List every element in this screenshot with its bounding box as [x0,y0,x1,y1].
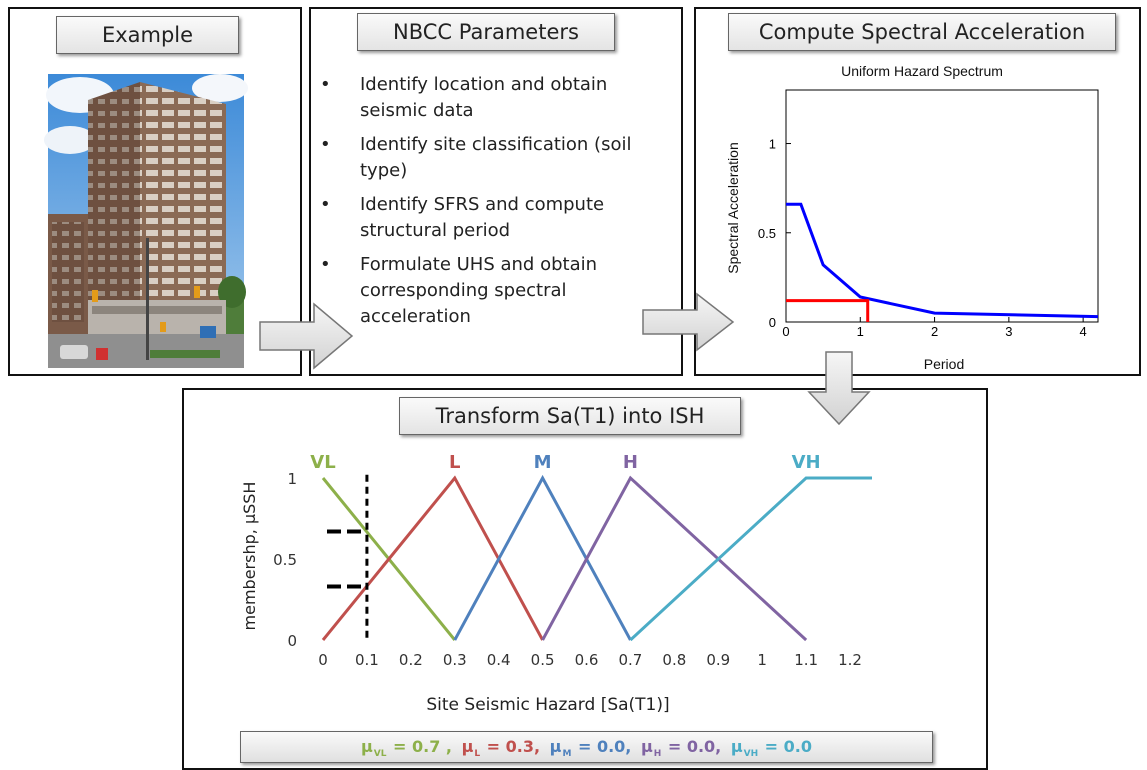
mu-h-value: μH = 0.0, [640,737,727,760]
x-tick-label: 0.7 [619,651,643,669]
mu-l-value: μL = 0.3, [461,737,546,760]
uhs-chart-xlabel: Period [924,356,964,372]
nbcc-panel [309,7,683,376]
nbcc-title: NBCC Parameters [357,13,615,51]
x-tick-label: 0.8 [662,651,686,669]
x-tick-label: 3 [1005,324,1012,339]
arrow-down-icon [807,351,871,426]
mu-vl-value: μVL = 0.7 , [360,737,458,760]
transform-title: Transform Sa(T1) into ISH [399,397,741,435]
series-label: M [534,452,552,473]
x-tick-label: 0.3 [443,651,467,669]
series-label: VL [310,452,335,473]
bullet-icon: • [320,134,331,155]
membership-series-line [629,476,872,642]
x-tick-label: 0.4 [487,651,511,669]
x-tick-label: 1 [757,651,767,669]
x-tick-label: 1.1 [794,651,818,669]
y-tick-label: 0 [287,632,297,650]
membership-chart-xlabel: Site Seismic Hazard [Sa(T1)] [426,695,669,715]
x-tick-label: 0.2 [399,651,423,669]
membership-series-line [541,475,808,642]
y-tick-label: 0.5 [273,551,297,569]
y-tick-label: 0.5 [758,226,776,241]
membership-chart-ylabel: membershp, μSSH [240,482,259,631]
x-tick-label: 0.1 [355,651,379,669]
list-item: •Identify SFRS and compute structural pe… [320,194,605,241]
bullet-icon: • [320,74,331,95]
x-tick-label: 0 [782,324,789,339]
list-item: •Formulate UHS and obtain corresponding … [320,254,598,327]
bullet-icon: • [320,194,331,215]
mu-m-value: μM = 0.0, [549,737,637,760]
y-tick-label: 1 [769,137,776,152]
y-tick-label: 1 [287,470,297,488]
uhs-chart-ylabel: Spectral Acceleration [725,142,741,274]
x-tick-label: 1 [857,324,864,339]
example-title: Example [56,16,239,54]
arrow-right-icon [259,302,354,370]
x-tick-label: 2 [931,324,938,339]
list-item: •Identify location and obtain seismic da… [320,74,608,121]
membership-series-line [453,474,632,641]
bullet-icon: • [320,254,331,275]
x-tick-label: 0.6 [575,651,599,669]
series-label: VH [792,452,821,473]
x-tick-label: 0.5 [531,651,555,669]
y-tick-label: 0 [769,315,776,330]
arrow-right-icon [642,292,735,352]
uhs-series-line [786,202,1099,319]
membership-series-line [321,475,544,641]
transform-panel [182,388,988,770]
x-tick-label: 4 [1080,324,1087,339]
x-tick-label: 0.9 [706,651,730,669]
series-label: L [449,452,460,473]
uhs-chart-title: Uniform Hazard Spectrum [841,63,1003,79]
x-tick-label: 1.2 [838,651,862,669]
uhs-plot-frame [785,89,1099,323]
membership-values: μVL = 0.7 , μL = 0.3, μM = 0.0, μH = 0.0… [240,731,933,763]
x-tick-label: 0 [318,651,328,669]
series-label: H [623,452,638,473]
spectral-title: Compute Spectral Acceleration [728,13,1116,51]
list-item: •Identify site classification (soil type… [320,134,632,181]
uhs-period-marker [786,299,870,322]
nbcc-steps: •Identify location and obtain seismic da… [318,72,668,338]
mu-vh-value: μVH = 0.0 [730,737,812,760]
